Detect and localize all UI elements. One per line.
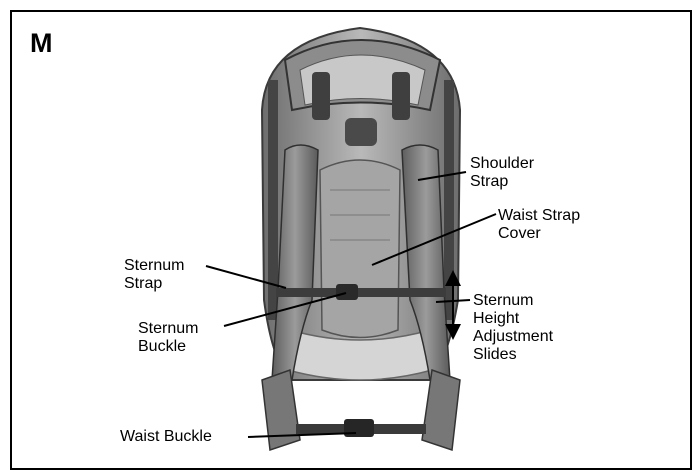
label-waist-buckle: Waist Buckle xyxy=(120,428,212,446)
label-sternum-height-adjustment-slides: Sternum Height Adjustment Slides xyxy=(473,292,553,364)
label-sternum-buckle: Sternum Buckle xyxy=(138,320,198,356)
label-waist-strap-cover: Waist Strap Cover xyxy=(498,207,580,243)
label-shoulder-strap: Shoulder Strap xyxy=(470,155,534,191)
backpack-illustration xyxy=(0,0,696,459)
label-sternum-strap: Sternum Strap xyxy=(124,257,184,293)
waist-belt xyxy=(262,370,460,450)
